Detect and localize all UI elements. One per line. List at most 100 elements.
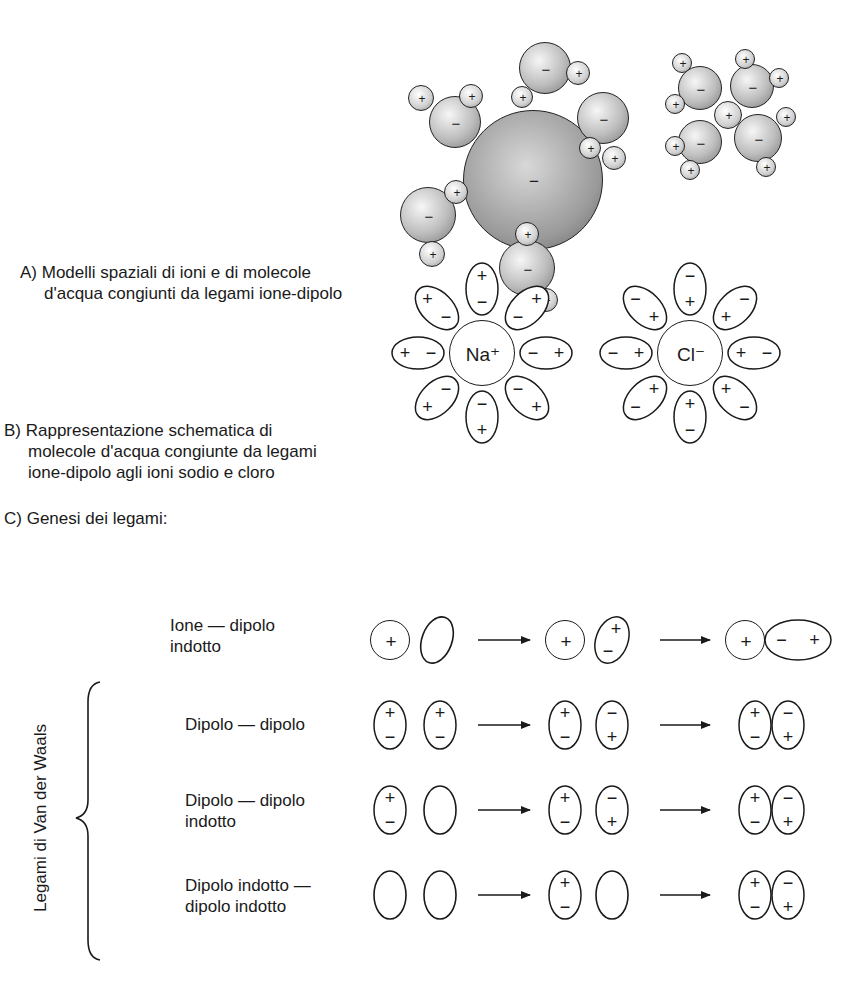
ellipse-outline	[411, 372, 463, 424]
dipole-ellipse: −+	[764, 701, 812, 749]
atom-sphere: +	[680, 160, 700, 180]
step-arrow	[660, 639, 710, 641]
ion-circle: +	[370, 620, 410, 660]
charge-sign: +	[649, 308, 660, 326]
charge-sign: −	[607, 789, 618, 807]
charge-sign: −	[739, 290, 750, 308]
atom-sphere: +	[408, 85, 434, 111]
charge-sign: +	[672, 141, 679, 153]
molecule-outline	[600, 337, 652, 369]
caption-text: B) Rappresentazione schematica di moleco…	[4, 420, 328, 483]
step-arrow	[478, 809, 530, 811]
charge-sign: +	[649, 380, 660, 398]
charge-sign: +	[385, 632, 396, 651]
charge-sign: −	[755, 132, 764, 147]
charge-sign: +	[477, 267, 488, 285]
charge-sign: +	[611, 620, 622, 638]
atom-sphere: +	[566, 61, 590, 85]
charge-sign: −	[783, 704, 794, 722]
step-arrow	[660, 724, 710, 726]
charge-sign: +	[750, 874, 761, 892]
charge-sign: −	[425, 209, 434, 224]
dipole-ellipse: +−	[709, 372, 761, 424]
dipole-ellipse: +−	[366, 701, 414, 749]
molecule-outline	[615, 369, 674, 428]
charge-sign: −	[630, 398, 641, 416]
charge-sign: −	[385, 728, 396, 746]
neutral-molecule	[415, 612, 460, 667]
charge-sign: −	[630, 290, 641, 308]
charge-sign: +	[418, 93, 425, 105]
atom-sphere: +	[665, 94, 685, 114]
molecule-outline	[424, 701, 456, 749]
row-label: Ione — dipolo indotto	[170, 615, 305, 657]
charge-sign: +	[783, 728, 794, 746]
charge-sign: +	[453, 187, 460, 199]
charge-sign: −	[529, 173, 539, 190]
atom-sphere: +	[579, 137, 601, 159]
charge-sign: +	[687, 165, 694, 177]
charge-sign: +	[736, 344, 747, 362]
charge-sign: −	[528, 344, 539, 362]
charge-sign: −	[783, 789, 794, 807]
charge-sign: −	[560, 898, 571, 916]
charge-sign: −	[560, 813, 571, 831]
molecule-outline	[466, 263, 498, 315]
charge-sign: +	[587, 143, 594, 155]
charge-sign: +	[560, 789, 571, 807]
dipole-ellipse: +−	[664, 391, 716, 443]
row-label: Dipolo indotto — dipolo indotto	[185, 875, 330, 917]
charge-sign: +	[634, 344, 645, 362]
atom-sphere: +	[459, 84, 483, 108]
charge-sign: −	[513, 308, 524, 326]
atom-sphere: −	[678, 120, 722, 164]
atom-sphere: +	[714, 101, 742, 129]
charge-sign: +	[783, 112, 790, 124]
dipole-ellipse: −+	[764, 871, 812, 919]
charge-sign: +	[809, 631, 820, 649]
charge-sign: +	[385, 704, 396, 722]
charge-sign: −	[524, 262, 533, 277]
ion-circle: +	[725, 620, 765, 660]
dipole-ellipse: −+	[664, 263, 716, 315]
ion-circle: Cl⁻	[657, 320, 723, 386]
charge-sign: +	[385, 789, 396, 807]
ellipse-outline	[765, 607, 831, 673]
charge-sign: +	[740, 632, 751, 651]
charge-sign: −	[750, 728, 761, 746]
atom-sphere: −	[730, 64, 774, 108]
atom-sphere: +	[776, 107, 796, 127]
charge-sign: −	[776, 631, 787, 649]
ion-circle: Na⁺	[449, 320, 515, 386]
dipole-ellipse: −+	[588, 701, 636, 749]
charge-sign: −	[385, 813, 396, 831]
charge-sign: +	[560, 704, 571, 722]
molecule-outline	[374, 701, 406, 749]
dipole-ellipse: −+	[709, 282, 761, 334]
dipole-ellipse: +−	[501, 282, 553, 334]
molecule-outline	[392, 337, 444, 369]
charge-sign: −	[750, 813, 761, 831]
dipole-ellipse: +−	[366, 786, 414, 834]
dipole-ellipse: +−	[588, 616, 636, 664]
molecule-outline	[674, 391, 706, 443]
charge-sign: −	[452, 116, 461, 131]
step-arrow	[478, 639, 530, 641]
charge-sign: −	[697, 82, 706, 97]
neutral-molecule	[596, 871, 628, 919]
dipole-ellipse: +−	[541, 871, 589, 919]
charge-sign: +	[607, 813, 618, 831]
atom-sphere: +	[602, 146, 626, 170]
molecule-outline	[549, 786, 581, 834]
ion-symbol: Na⁺	[466, 345, 500, 364]
group-label: Legami di Van der Waals	[30, 724, 51, 912]
dipole-ellipse: −+	[765, 607, 831, 673]
dipole-ellipse: −+	[411, 372, 463, 424]
charge-sign: +	[468, 91, 475, 103]
charge-sign: +	[531, 398, 542, 416]
charge-sign: +	[721, 380, 732, 398]
dipole-ellipse: +−	[411, 282, 463, 334]
step-arrow	[478, 724, 530, 726]
charge-sign: +	[750, 704, 761, 722]
dipole-ellipse: −+	[520, 327, 572, 379]
